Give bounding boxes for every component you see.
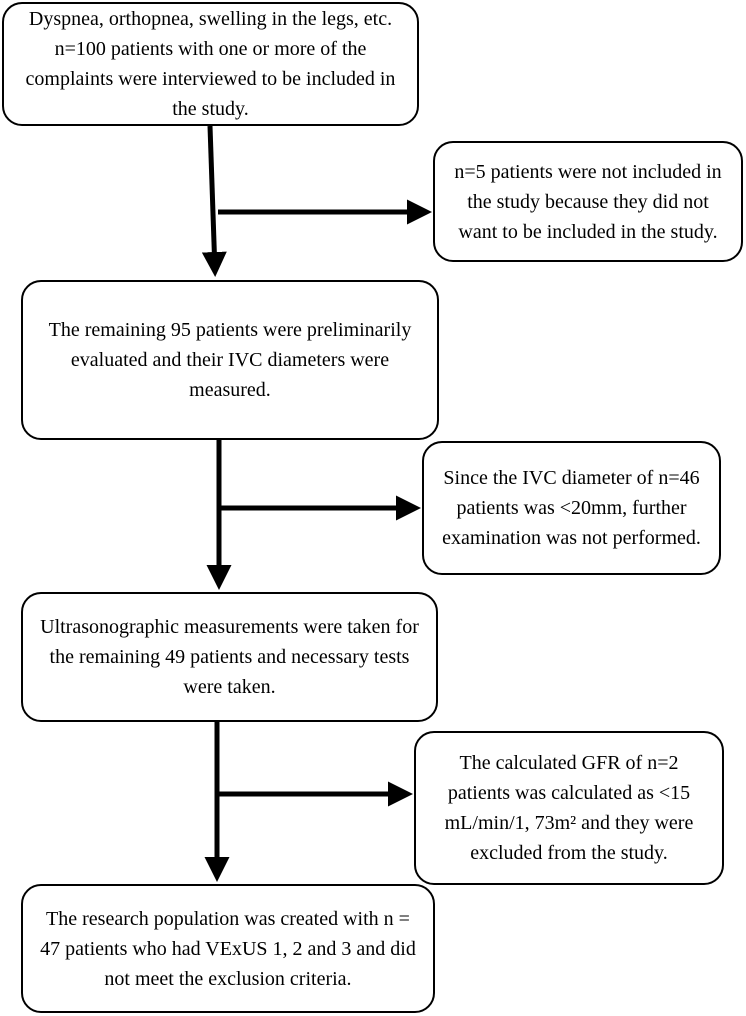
excluded-ivc-box: Since the IVC diameter of n=46 patients … xyxy=(422,441,721,575)
evaluated-patients-text: The remaining 95 patients were prelimina… xyxy=(48,319,412,401)
excluded-gfr-box: The calculated GFR of n=2 patients was c… xyxy=(414,731,724,885)
excluded-gfr-text: The calculated GFR of n=2 patients was c… xyxy=(444,752,694,864)
screened-patients-text: Dyspnea, orthopnea, swelling in the legs… xyxy=(25,8,396,120)
ultrasonography-box: Ultrasonographic measurements were taken… xyxy=(21,592,438,722)
excluded-ivc-text: Since the IVC diameter of n=46 patients … xyxy=(442,467,701,549)
final-population-text: The research population was created with… xyxy=(40,907,416,990)
final-population-box: The research population was created with… xyxy=(21,884,435,1013)
screened-patients-box: Dyspnea, orthopnea, swelling in the legs… xyxy=(2,2,419,126)
excluded-refused-text: n=5 patients were not included in the st… xyxy=(454,160,722,243)
ultrasonography-text: Ultrasonographic measurements were taken… xyxy=(40,616,419,698)
evaluated-patients-box: The remaining 95 patients were prelimina… xyxy=(21,280,439,440)
excluded-refused-box: n=5 patients were not included in the st… xyxy=(433,141,743,262)
main-arrow-1 xyxy=(201,125,227,277)
